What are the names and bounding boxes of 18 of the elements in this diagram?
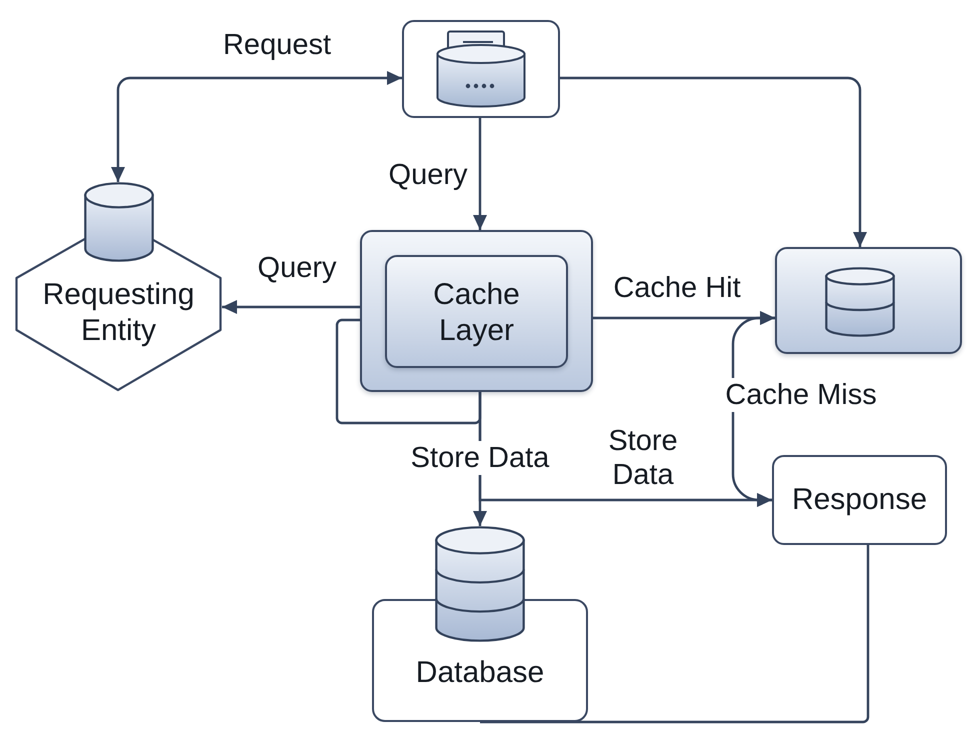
- connector-line: [480, 545, 870, 724]
- arrow: [111, 71, 402, 182]
- node-label: Database: [414, 655, 546, 691]
- cache-layer-box: [385, 255, 568, 368]
- arrow: [560, 76, 867, 247]
- cache-layer-panel: [360, 230, 593, 392]
- arrow: [478, 392, 772, 507]
- storage-box: [775, 247, 962, 354]
- database-box: [372, 526, 588, 722]
- arrow: [473, 118, 487, 230]
- connector-line: [336, 318, 482, 424]
- node-label: Cache Layer: [432, 277, 521, 349]
- arrow: [222, 300, 360, 314]
- response-box: [772, 455, 947, 545]
- entity-hexagon: [15, 182, 222, 392]
- node-label: Requesting Entity: [42, 277, 196, 349]
- storage-box: [402, 20, 560, 118]
- node-label: Response: [790, 482, 928, 518]
